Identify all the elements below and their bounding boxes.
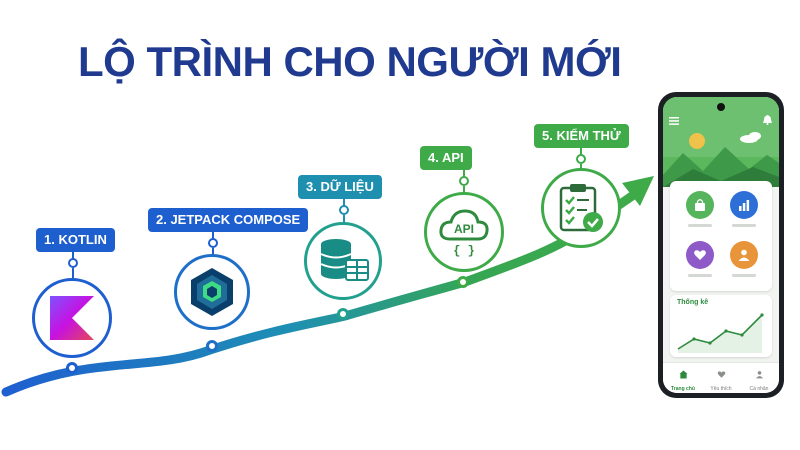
feature-tile[interactable] <box>682 191 718 227</box>
step-stem <box>72 268 74 280</box>
jetpack-compose-badge <box>174 254 250 330</box>
step-stem <box>580 148 582 156</box>
feature-tile[interactable] <box>726 191 762 227</box>
step-stem <box>212 248 214 258</box>
heart-icon <box>694 250 706 260</box>
person-icon <box>755 371 763 379</box>
testing-badge <box>541 168 621 248</box>
front-camera <box>717 103 725 111</box>
step-stem <box>72 252 74 262</box>
step-stem <box>463 170 465 178</box>
home-icon <box>678 370 688 379</box>
nav-label: Cá nhân <box>749 386 769 392</box>
menu-icon[interactable] <box>669 117 679 125</box>
arrow-head-icon <box>622 176 654 206</box>
step-dot <box>68 258 78 268</box>
road-pin <box>66 362 78 374</box>
road-pin <box>206 340 218 352</box>
road-pin <box>457 276 469 288</box>
database-table-icon <box>320 239 369 281</box>
step-stem <box>343 199 345 207</box>
feature-grid-card <box>670 181 772 291</box>
phone-mockup: Thống kê Trang chủ <box>658 92 784 398</box>
heart-icon <box>717 371 725 378</box>
svg-text:API: API <box>454 222 474 236</box>
api-cloud-icon: API { } <box>439 209 489 257</box>
shopping-bag-icon <box>695 199 705 211</box>
jetpack-compose-logo-icon <box>191 268 233 316</box>
svg-text:{ }: { } <box>453 244 475 257</box>
step-stem <box>580 164 582 170</box>
bar-chart-icon <box>739 200 750 211</box>
stats-title: Thống kê <box>677 299 709 306</box>
step-stem <box>343 215 345 223</box>
step-label-data: 3. DỮ LIỆU <box>298 175 382 199</box>
feature-tile[interactable] <box>682 241 718 277</box>
clipboard-checklist-icon <box>559 184 603 232</box>
kotlin-badge <box>32 278 112 358</box>
road-pin <box>337 308 349 320</box>
step-label-testing: 5. KIỂM THỬ <box>534 124 629 148</box>
step-label-kotlin: 1. KOTLIN <box>36 228 115 252</box>
step-dot <box>459 176 469 186</box>
feature-tile[interactable] <box>726 241 762 277</box>
nav-label: Yêu thích <box>710 386 732 392</box>
sun-icon <box>689 133 705 149</box>
kotlin-logo-icon <box>50 296 94 340</box>
phone-screen: Thống kê Trang chủ <box>663 97 779 393</box>
stats-line-chart <box>677 313 764 353</box>
nav-item-home[interactable]: Trang chủ <box>664 366 702 392</box>
nav-item-profile[interactable]: Cá nhân <box>740 366 778 392</box>
person-icon <box>738 249 750 261</box>
step-stem <box>212 232 214 240</box>
stats-card: Thống kê <box>670 295 772 357</box>
step-stem <box>463 186 465 194</box>
step-label-api: 4. API <box>420 146 472 170</box>
page-title: LỘ TRÌNH CHO NGƯỜI MỚI <box>78 38 622 85</box>
bottom-navigation: Trang chủ Yêu thích Cá nhân <box>663 362 779 393</box>
bell-icon[interactable] <box>763 115 772 125</box>
nav-item-favorites[interactable]: Yêu thích <box>702 366 740 392</box>
api-badge: API { } <box>424 192 504 272</box>
data-badge <box>304 222 382 300</box>
step-dot <box>576 154 586 164</box>
step-label-jetpack-compose: 2. JETPACK COMPOSE <box>148 208 309 232</box>
nav-label: Trang chủ <box>671 386 695 392</box>
step-dot <box>339 205 349 215</box>
step-dot <box>208 238 218 248</box>
